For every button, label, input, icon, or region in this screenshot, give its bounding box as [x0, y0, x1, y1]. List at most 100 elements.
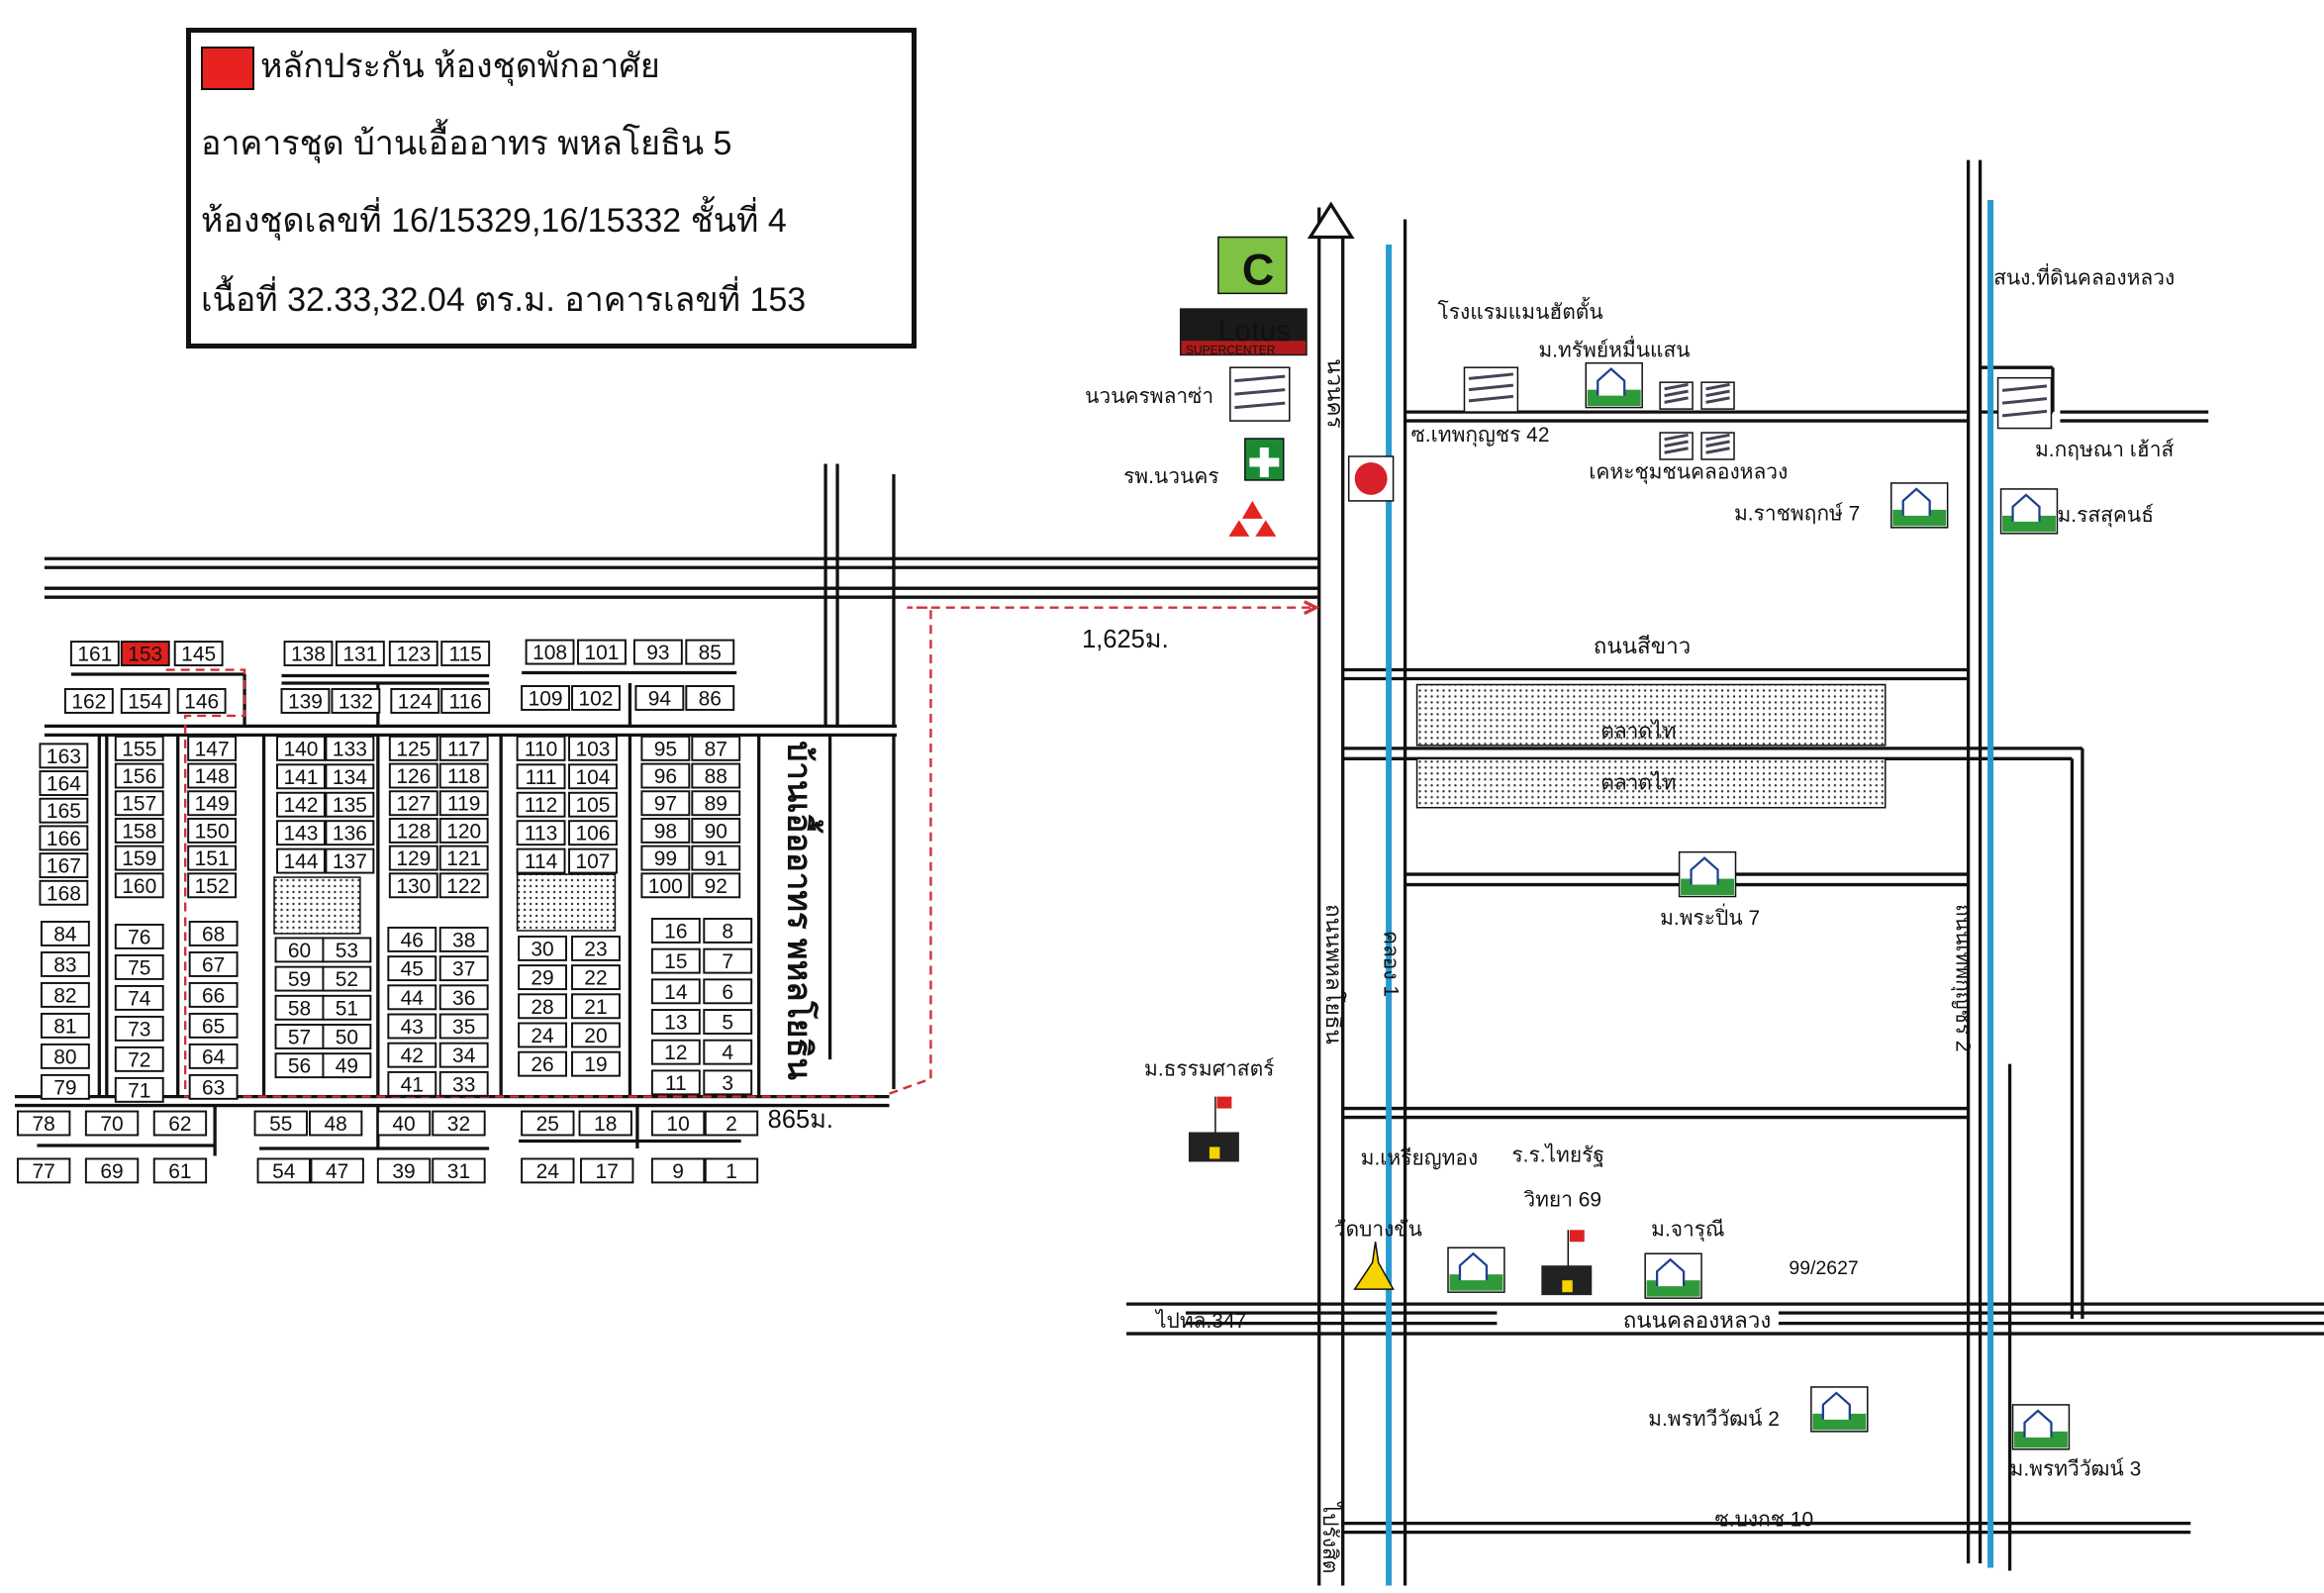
lot-box: [390, 688, 440, 714]
lot-box: [114, 872, 164, 899]
map-label: สนง.ที่ดินคลองหลวง: [1993, 262, 2175, 289]
lot-box: [432, 1110, 486, 1137]
lot-number: 55: [269, 1113, 292, 1136]
lot-box: [114, 923, 164, 949]
lot-box: [703, 1009, 753, 1035]
route-dashed-line: [165, 606, 1313, 1098]
lot-number: 96: [654, 765, 677, 788]
lot-number: 8: [722, 920, 733, 943]
lot-box: [40, 1043, 90, 1069]
lot-number: 93: [646, 642, 669, 664]
lot-number: 117: [447, 738, 480, 760]
lot-number: 91: [705, 847, 727, 870]
lot-number: 3: [722, 1072, 733, 1095]
lot-box: [256, 1157, 311, 1184]
lot-box: [325, 847, 375, 874]
lot-number: 88: [705, 765, 727, 788]
lot-number: 101: [584, 642, 619, 664]
lot-number: 79: [53, 1076, 76, 1099]
lot-number: 26: [531, 1053, 553, 1076]
map-label: ร.ร.ไทยรัฐ: [1511, 1143, 1604, 1166]
lot-number: 168: [47, 882, 81, 905]
building-icon: [1659, 432, 1694, 460]
lot-number: 60: [288, 940, 311, 962]
lot-box: [187, 817, 238, 844]
lot-box: [63, 688, 114, 714]
lot-box: [187, 735, 238, 761]
lot-number: 19: [584, 1053, 607, 1076]
lot-box: [634, 685, 685, 711]
lot-number: 111: [526, 766, 557, 789]
lot-box: [173, 641, 224, 667]
lot-box: [568, 791, 618, 818]
lot-number: 152: [195, 875, 230, 898]
lot-box: [331, 688, 381, 714]
lot-number: 157: [122, 793, 156, 816]
lot-box: [376, 1157, 432, 1184]
lot-number: 1: [726, 1160, 737, 1183]
map-label: ม.จารุณี: [1651, 1218, 1724, 1242]
lot-number: 30: [531, 938, 553, 960]
lot-number: 75: [128, 956, 150, 979]
lot-box: [438, 817, 489, 844]
lot-box: [40, 981, 90, 1008]
lot-number: 133: [333, 738, 367, 760]
map-label: ม.ทรัพย์หมื่นแสน: [1538, 336, 1690, 362]
lot-number: 105: [576, 794, 611, 817]
lot-box: [187, 790, 238, 817]
map-labels: บ้านเอื้ออาทร พหลโยธิน1,625ม.865ม.นวนครซ…: [768, 262, 2176, 1573]
road-label: ไปทล.347: [1154, 1309, 1246, 1333]
hospital-cross-icon: [1249, 448, 1280, 477]
lot-number: 123: [396, 644, 431, 666]
lot-number: 136: [333, 823, 367, 846]
lot-box: [432, 1157, 486, 1184]
lot-box: [152, 1110, 208, 1137]
lot-box: [114, 953, 164, 980]
lot-number: 155: [122, 738, 156, 760]
lot-number: 81: [53, 1015, 76, 1038]
open-space: [516, 873, 617, 932]
lot-box: [516, 791, 566, 818]
route-arrow-icon: [1304, 600, 1320, 616]
canal-label: คลอง 1: [1380, 931, 1403, 997]
lot-number: 21: [584, 996, 607, 1019]
lot-box: [114, 1045, 164, 1072]
lot-box: [703, 1039, 753, 1065]
lot-box: [568, 735, 618, 761]
lot-number: 151: [195, 847, 230, 870]
map-label: ม.เหรียญทอง: [1361, 1146, 1479, 1169]
lot-number: 69: [100, 1160, 123, 1183]
lot-box: [438, 955, 489, 982]
project-name-label: บ้านเอื้ออาทร พหลโยธิน: [782, 741, 824, 1080]
lot-box: [120, 688, 170, 714]
lot-box: [387, 926, 437, 952]
road-label: ถนนพหลโยธิน: [1321, 904, 1347, 1045]
legend-title: หลักประกัน ห้องชุดพักอาศัย: [260, 48, 660, 85]
lot-box: [640, 762, 691, 789]
lot-number: 84: [53, 923, 77, 946]
lot-box: [188, 950, 239, 977]
lot-number: 22: [584, 967, 607, 990]
lot-number: 67: [202, 953, 225, 976]
lot-box: [640, 872, 691, 899]
lot-box: [521, 685, 570, 711]
lot-box: [388, 845, 438, 871]
map-label: ม.พระปิ่น 7: [1660, 903, 1760, 930]
big-c-logo: [1217, 236, 1288, 295]
lot-number: 13: [664, 1011, 687, 1034]
lot-number: 104: [576, 766, 611, 789]
lot-box: [640, 845, 691, 871]
lot-number: 68: [202, 923, 225, 946]
collateral-lot: [120, 641, 170, 667]
lot-box: [283, 641, 334, 667]
lot-box: [691, 762, 741, 789]
lot-number: 31: [447, 1160, 470, 1183]
lot-number: 98: [654, 820, 677, 843]
lot-number: 58: [288, 997, 311, 1020]
lot-box: [276, 820, 326, 846]
housing-estate-icon: [1678, 850, 1737, 898]
house-sap-muen-saen-icon: [1585, 361, 1643, 409]
temple-icon: [1353, 1242, 1395, 1290]
lot-box: [325, 735, 375, 761]
